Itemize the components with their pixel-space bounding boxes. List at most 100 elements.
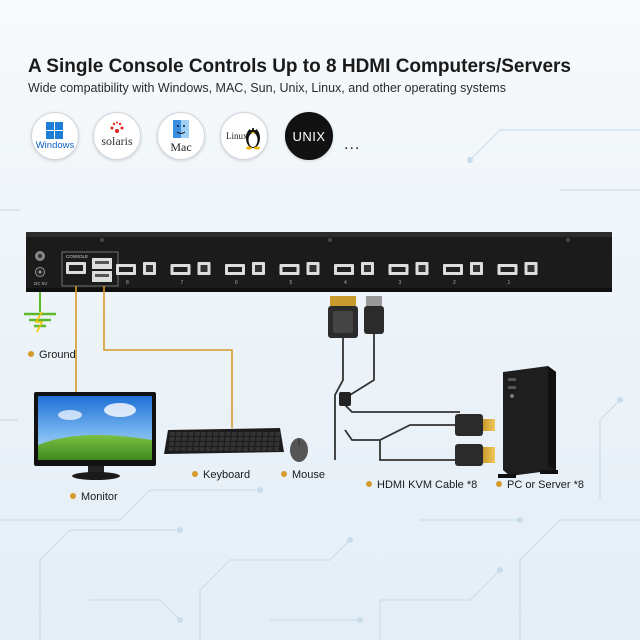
- keyboard-key: [255, 442, 261, 446]
- hdmi-port-slot: [119, 267, 133, 272]
- keyboard-key: [218, 442, 224, 446]
- keyboard-key: [244, 432, 250, 436]
- keyboard-caption: Keyboard: [192, 469, 250, 481]
- console-hdmi-port[interactable]: [66, 262, 86, 274]
- keyboard-key: [261, 447, 267, 451]
- mac-finder-icon: [173, 120, 189, 138]
- keyboard-key: [243, 437, 249, 441]
- solaris-logo-icon: solaris: [93, 112, 141, 160]
- keyboard-key: [205, 447, 211, 451]
- ground-bullet: [28, 351, 34, 358]
- keyboard-key: [250, 437, 256, 441]
- keyboard-key: [230, 447, 236, 451]
- linux-tux-icon: Linux: [220, 112, 268, 160]
- pc-port-group-1[interactable]: 1: [497, 262, 538, 286]
- usb-b-port-slot: [146, 265, 153, 272]
- pc-port-group-7[interactable]: 7: [170, 262, 211, 286]
- port-number-label: 5: [290, 280, 293, 286]
- keyboard-key: [169, 437, 175, 441]
- hdmi-port-slot: [446, 267, 460, 272]
- keyboard-key: [182, 432, 188, 436]
- pc-port-group-8[interactable]: 8: [116, 262, 156, 286]
- mouse-label: Mouse: [292, 469, 326, 481]
- monitor-icon: [34, 392, 156, 480]
- keyboard-key: [200, 442, 205, 446]
- keyboard-key: [176, 432, 182, 436]
- pc-port-group-2[interactable]: 2: [443, 262, 483, 286]
- keyboard-key: [206, 442, 212, 446]
- usb-b-port-slot: [309, 265, 317, 272]
- keyboard-bullet: [192, 471, 198, 478]
- ground-label: Ground: [39, 349, 76, 361]
- port-number-label: 4: [344, 280, 347, 286]
- ground-screw-icon: [35, 251, 45, 261]
- windows-flag-icon: [46, 122, 63, 139]
- keyboard-key: [236, 447, 242, 451]
- hdmi-port-slot: [337, 267, 351, 272]
- usb-b-port-slot: [255, 265, 262, 272]
- power-jack-icon: [35, 267, 45, 277]
- hdmi-port-slot: [282, 267, 297, 272]
- kvm-cable-lines: [334, 318, 460, 461]
- pc-port-group-3[interactable]: 3: [388, 262, 429, 286]
- usb-b-port-slot: [473, 265, 480, 272]
- keyboard-key: [243, 442, 249, 446]
- console-usb-ports[interactable]: [92, 258, 112, 282]
- keyboard-key: [231, 437, 237, 441]
- keyboard-key: [193, 442, 199, 446]
- pc-port-group-5[interactable]: 5: [279, 262, 320, 286]
- keyboard-key: [175, 442, 181, 446]
- keyboard-key: [180, 447, 186, 451]
- usb-plug-end-icon: [455, 444, 495, 466]
- keyboard-key: [181, 442, 187, 446]
- keyboard-key: [170, 432, 175, 436]
- usb-plug-icon: [364, 296, 384, 334]
- cable-bullet: [366, 481, 372, 488]
- more-os-ellipsis: ...: [344, 136, 361, 153]
- cable-splitter: [339, 392, 351, 406]
- hdmi-port-slot: [228, 267, 242, 272]
- keyboard-key: [224, 442, 230, 446]
- keyboard-key: [188, 432, 194, 436]
- keyboard-key: [194, 437, 200, 441]
- keyboard-key: [237, 437, 243, 441]
- keyboard-key: [225, 437, 231, 441]
- keyboard-key: [187, 442, 193, 446]
- keyboard-key: [249, 442, 255, 446]
- keyboard-key: [255, 447, 261, 451]
- keyboard-key: [212, 437, 218, 441]
- keyboard-key: [268, 437, 274, 441]
- keyboard-icon: [164, 428, 284, 454]
- hdmi-port-slot: [173, 267, 188, 272]
- keyboard-key: [256, 437, 262, 441]
- keyboard-key: [262, 437, 268, 441]
- keyboard-key: [201, 432, 206, 436]
- keyboard-key: [199, 447, 205, 451]
- page-title: A Single Console Controls Up to 8 HDMI C…: [28, 56, 571, 77]
- monitor-label: Monitor: [81, 491, 118, 503]
- keyboard-key: [242, 447, 248, 451]
- pc-port-group-4[interactable]: 4: [334, 262, 374, 286]
- keyboard-key: [224, 447, 230, 451]
- keyboard-key: [188, 437, 194, 441]
- hdmi-plug-icon: [328, 296, 358, 338]
- keyboard-key: [194, 432, 200, 436]
- tux-penguin-icon: [246, 127, 260, 150]
- pc-port-group-6[interactable]: 6: [225, 262, 265, 286]
- keyboard-key: [169, 442, 174, 446]
- usb-b-port-slot: [418, 265, 426, 272]
- cable-caption: HDMI KVM Cable *8: [366, 479, 477, 491]
- keyboard-key: [175, 437, 181, 441]
- pc-bullet: [496, 481, 502, 488]
- hdmi-port-slot: [391, 267, 406, 272]
- port-number-label: 7: [181, 280, 184, 286]
- linux-label: Linux: [226, 131, 248, 141]
- power-label: DC 5V: [34, 281, 47, 286]
- keyboard-key: [181, 437, 187, 441]
- keyboard-key: [263, 432, 268, 436]
- keyboard-key: [249, 447, 255, 451]
- ground-symbol-icon: [24, 292, 56, 333]
- cable-label: HDMI KVM Cable *8: [377, 479, 478, 491]
- keyboard-key: [231, 442, 236, 446]
